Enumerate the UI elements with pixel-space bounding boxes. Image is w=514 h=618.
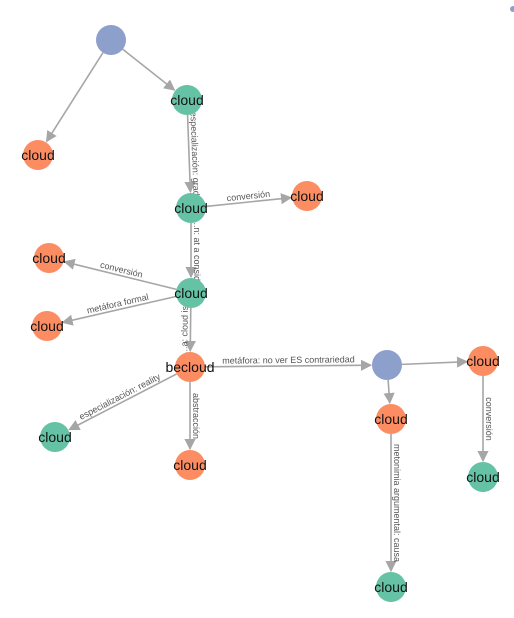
node-circle[interactable] — [172, 85, 202, 115]
edge-label: ...a: cloud is — [179, 305, 190, 354]
edge-line — [61, 295, 177, 326]
edge: abstracción — [184, 382, 201, 451]
edge-line — [401, 356, 469, 368]
edge: conversión — [63, 258, 177, 291]
graph-node[interactable]: cloud — [290, 181, 324, 211]
edge-line — [45, 52, 104, 143]
graph-node[interactable]: cloud — [374, 572, 408, 602]
graph-node[interactable]: cloud — [30, 311, 64, 341]
graph-node[interactable]: cloud — [174, 278, 208, 308]
edge — [383, 379, 395, 405]
edge: metáfora formal — [61, 292, 177, 326]
node-circle[interactable] — [376, 572, 406, 602]
edge: ...a: cloud is — [179, 305, 196, 354]
node-circle[interactable] — [176, 278, 206, 308]
node-circle[interactable] — [23, 140, 53, 170]
node-label: cloud — [290, 188, 323, 204]
node-circle[interactable] — [40, 422, 70, 452]
node-circle[interactable] — [468, 462, 498, 492]
edge-label: conversión — [99, 260, 144, 280]
edge — [45, 52, 104, 143]
graph-node[interactable]: cloud — [466, 346, 500, 376]
graph-node[interactable]: cloud — [21, 140, 55, 170]
node-label: cloud — [174, 285, 207, 301]
node-label: cloud — [174, 200, 207, 216]
graph-node[interactable]: cloud — [32, 243, 66, 273]
node-circle[interactable] — [176, 193, 206, 223]
edge-label: especialización: reality — [77, 371, 162, 422]
node-label: becloud — [165, 359, 214, 375]
nodes-layer: cloud cloud cloud cloud cloud cloud cloud beclo… — [21, 25, 500, 602]
graph-node[interactable]: cloud — [374, 404, 408, 434]
node-label: cloud — [173, 457, 206, 473]
edge — [401, 356, 469, 368]
edge: especialización: reality — [68, 371, 178, 431]
edge: conversión — [477, 376, 494, 463]
node-label: cloud — [21, 147, 54, 163]
edge-label: ...n: at a consid — [192, 220, 202, 281]
node-label: cloud — [374, 579, 407, 595]
edge: especialización: grad — [184, 112, 202, 196]
edge-line — [184, 307, 196, 353]
edge — [122, 48, 176, 91]
node-label: cloud — [466, 353, 499, 369]
edge-line — [383, 379, 395, 405]
node-label: cloud — [38, 429, 71, 445]
graph-node[interactable]: cloud — [466, 462, 500, 492]
edge-label: conversión — [484, 397, 494, 441]
edge-label: metáfora: no ver ES contrariedad — [222, 354, 355, 365]
graph-node[interactable]: cloud — [38, 422, 72, 452]
node-circle[interactable] — [32, 311, 62, 341]
edge-line — [68, 373, 178, 431]
node-circle[interactable] — [175, 450, 205, 480]
node-label: cloud — [374, 411, 407, 427]
node-circle[interactable] — [292, 181, 322, 211]
graph-node[interactable]: cloud — [174, 193, 208, 223]
edge-label: conversión — [226, 189, 270, 203]
edge-line — [184, 114, 196, 194]
node-circle[interactable] — [376, 404, 406, 434]
node-label: cloud — [466, 469, 499, 485]
node-circle[interactable] — [34, 243, 64, 273]
edges-layer: especialización: grad conversión ...n: at … — [45, 48, 494, 573]
graph-node[interactable]: becloud — [165, 352, 215, 382]
node-label: cloud — [32, 250, 65, 266]
edge-label: metáfora formal — [86, 292, 150, 316]
edge-line — [204, 359, 373, 371]
graph-node[interactable] — [96, 25, 126, 55]
node-circle[interactable] — [468, 346, 498, 376]
edge: ...n: at a consid — [185, 220, 202, 281]
node-circle[interactable] — [96, 25, 126, 55]
corner-node-fragment — [510, 6, 514, 12]
graph-node[interactable] — [372, 350, 402, 380]
node-circle[interactable] — [175, 352, 205, 382]
edge-label: especialización: grad — [188, 112, 201, 196]
edge-label: metonimia argumental: causa — [392, 444, 402, 562]
edge-line — [63, 258, 177, 291]
edge-line — [205, 193, 293, 208]
edge-label: abstracción — [191, 393, 201, 439]
graph-node[interactable]: cloud — [173, 450, 207, 480]
graph-node[interactable]: cloud — [170, 85, 204, 115]
edge: conversión — [205, 189, 293, 208]
node-label: cloud — [170, 92, 203, 108]
edge: metáfora: no ver ES contrariedad — [204, 354, 373, 371]
node-circle[interactable] — [372, 350, 402, 380]
node-label: cloud — [30, 318, 63, 334]
edge: metonimia argumental: causa — [385, 434, 402, 573]
edge-line — [122, 48, 176, 91]
